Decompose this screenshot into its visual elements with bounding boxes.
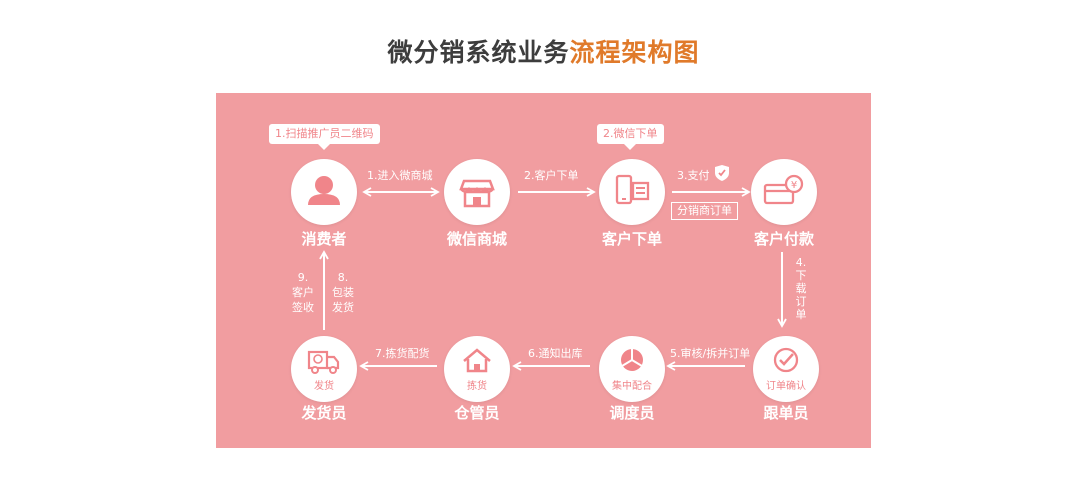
bubble-wechat-order: 2.微信下单 [597,124,664,150]
user-icon [308,176,340,205]
page-title: 微分销系统业务流程架构图 [0,33,1087,69]
house-icon [463,348,491,373]
edge-label-pack-line3: 发货 [332,301,354,314]
edge-label-pack-line1: 8. [337,271,349,284]
delivery-truck-icon [307,350,340,374]
node-consumer [291,159,357,225]
label-consumer: 消费者 [301,230,347,248]
card-payment-icon: ¥ [763,174,804,205]
edge-label-place-order: 2.客户下单 [524,169,579,182]
edge-label-pack-line2: 包装 [332,286,354,299]
wechat-pay-icon [715,165,729,181]
bubble-scan-qrcode: 1.扫描推广员二维码 [269,124,380,150]
edge-label-sign-line2: 客户 [292,286,314,299]
label-warehouse: 仓管员 [454,404,500,422]
edge-label-sign-line3: 签收 [292,301,314,314]
node-pay: ¥ [751,159,817,225]
phone-order-icon [615,174,650,205]
edge-label-enter-mall: 1.进入微商城 [367,169,433,182]
edge-label-sign: 9. 客户 签收 [290,270,316,315]
edge-label-review: 5.审核/拆并订单 [670,347,751,360]
label-shipper: 发货员 [301,404,347,422]
title-orange-part: 流程架构图 [569,38,700,67]
inner-label-dispatcher: 集中配合 [612,381,652,392]
edge-label-pick: 7.拣货配货 [375,347,430,360]
node-dispatcher: 集中配合 [599,336,665,402]
node-follower: 订单确认 [753,336,819,402]
label-mall: 微信商城 [446,230,507,248]
label-pay: 客户付款 [753,230,814,248]
node-warehouse: 拣货 [444,336,510,402]
node-order [599,159,665,225]
node-mall [444,159,510,225]
edge-label-pack: 8. 包装 发货 [330,270,356,315]
label-follower: 跟单员 [763,404,809,422]
shop-icon [459,179,495,208]
tag-distributor-order: 分销商订单 [671,202,738,220]
inner-label-warehouse: 拣货 [467,381,487,392]
inner-label-follower: 订单确认 [766,381,806,392]
edge-label-notify: 6.通知出库 [528,347,583,360]
pie-segments-icon [621,349,643,371]
inner-label-shipper: 发货 [314,381,334,392]
node-shipper: 发货 [291,336,357,402]
check-circle-icon [773,347,799,373]
edge-label-download: 4.下载订单 [795,256,807,321]
edge-label-pay: 3.支付 [677,169,710,182]
label-dispatcher: 调度员 [609,404,655,422]
title-dark-part: 微分销系统业务 [387,38,570,67]
svg-text:¥: ¥ [791,180,797,191]
edge-label-sign-line1: 9. [297,271,309,284]
label-order: 客户下单 [601,230,662,248]
